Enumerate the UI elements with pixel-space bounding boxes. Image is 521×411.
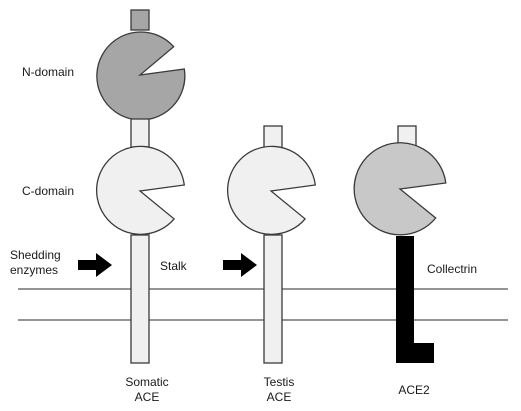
testis-terminal-stub — [263, 125, 283, 149]
somatic-arrow-right-icon — [78, 253, 112, 277]
testis-ace — [227, 125, 317, 364]
ace2 — [353, 125, 447, 363]
protein-name-testis: Testis ACE — [264, 375, 295, 405]
somatic-stalk — [130, 234, 150, 364]
protein-name-somatic: Somatic ACE — [125, 375, 168, 405]
collectrin-label: Collectrin — [427, 262, 478, 276]
c-domain-label: C-domain — [22, 184, 75, 198]
protein-name-line2: ACE — [134, 390, 160, 404]
protein-name-line2: ACE — [266, 390, 292, 404]
ace2-domain-pacman-icon — [353, 142, 447, 236]
n-terminal-stub — [130, 9, 150, 31]
testis-stalk — [263, 234, 283, 364]
protein-name-line1: Somatic — [125, 375, 169, 389]
protein-name-line1: Testis — [263, 375, 295, 389]
stalk-label: Stalk — [160, 259, 187, 273]
somatic-ace — [96, 9, 186, 364]
protein-name-line1: ACE2 — [398, 383, 430, 397]
interdomain-linker — [130, 118, 150, 148]
shedding-label-line1: Shedding — [10, 248, 61, 262]
protein-name-ace2: ACE2 — [398, 383, 429, 398]
collectrin-shape — [396, 236, 434, 363]
n-domain-label: N-domain — [22, 65, 75, 79]
c-domain-pacman-icon — [96, 145, 186, 235]
shedding-label-line2: enzymes — [10, 263, 59, 277]
testis-c-domain-pacman-icon — [227, 145, 317, 235]
testis-arrow-right-icon — [223, 253, 257, 277]
n-domain-pacman-icon — [96, 31, 186, 121]
